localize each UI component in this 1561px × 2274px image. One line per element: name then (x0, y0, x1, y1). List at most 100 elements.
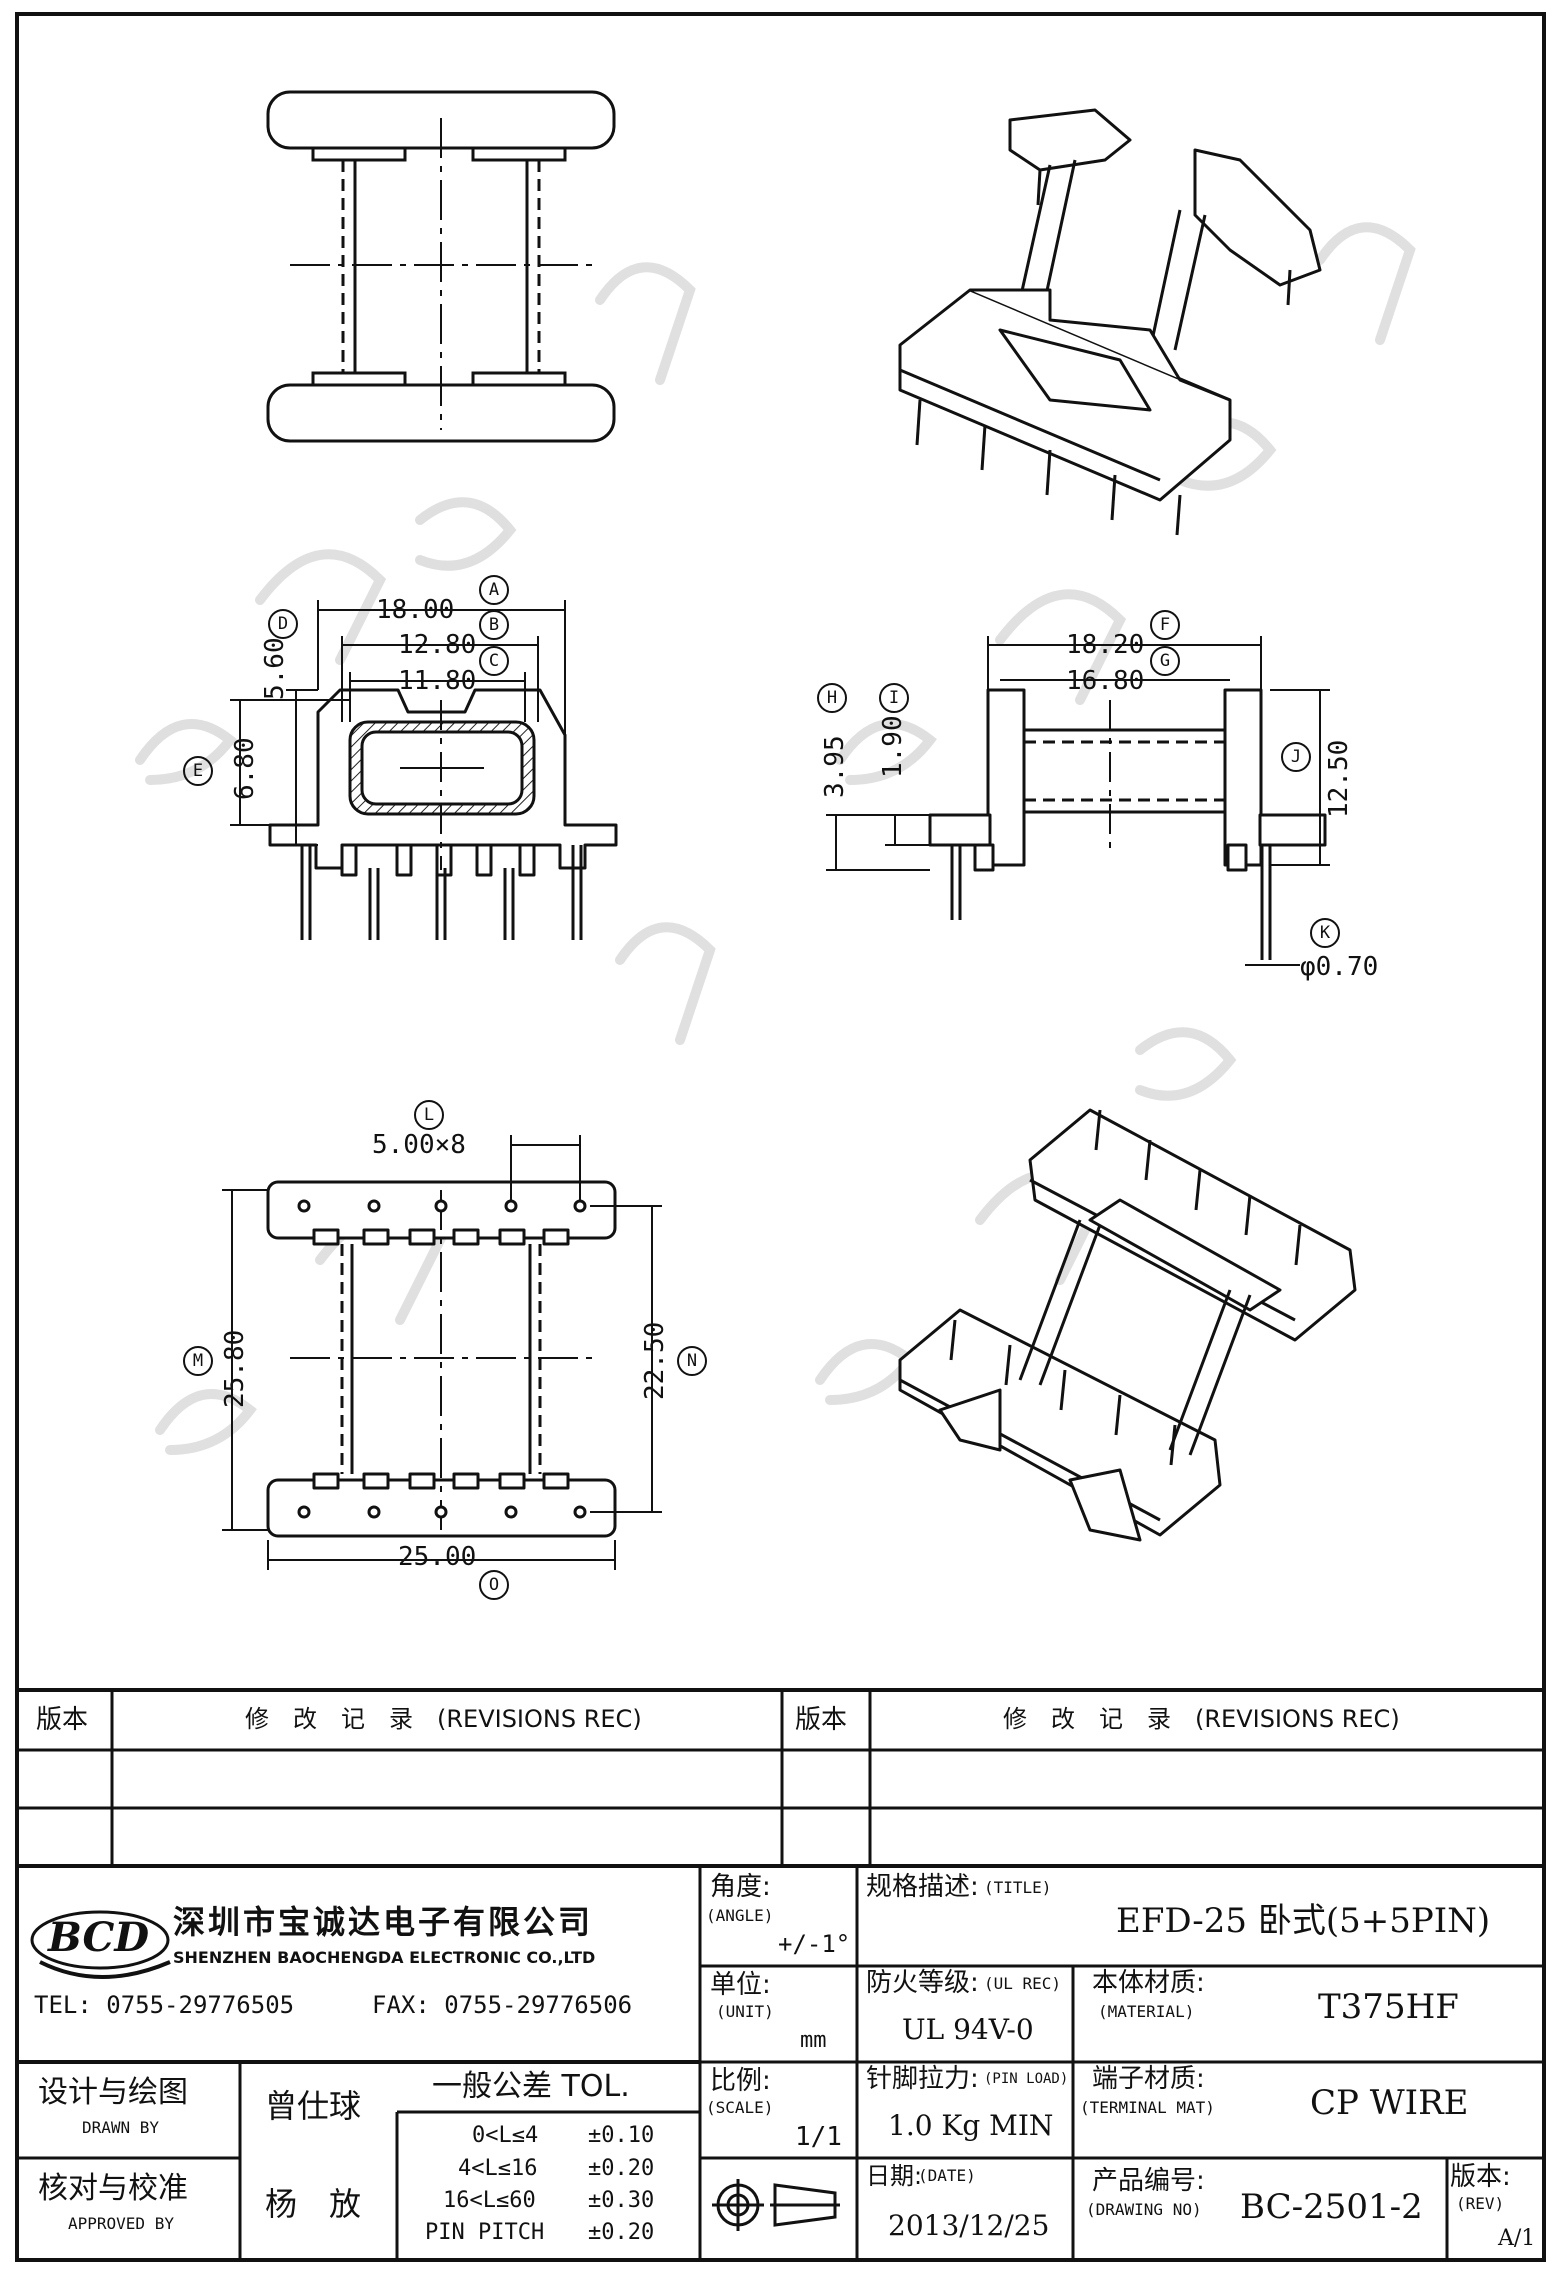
revision-record-label-right: 修 改 记 录 (REVISIONS REC) (1003, 1705, 1400, 1733)
rev-value: A/1 (1498, 2226, 1536, 2251)
dim-c: 11.80 (398, 666, 477, 696)
rev-label: 版本: (1450, 2162, 1511, 2192)
dim-l: 5.00×8 (372, 1130, 466, 1160)
title-label-en: (TITLE) (984, 1878, 1052, 1897)
drawing-no-label-en: (DRAWING NO) (1086, 2200, 1202, 2219)
company-name-en: SHENZHEN BAOCHENGDA ELECTRONIC CO.,LTD (173, 1948, 596, 1967)
angle-label-en: (ANGLE) (706, 1906, 774, 1925)
pin-load-label: 针脚拉力: (866, 2064, 979, 2094)
tolerance-value-3: ±0.30 (588, 2188, 655, 2213)
tolerance-range-2: 4<L≤16 (458, 2156, 538, 2181)
company-name-cn: 深圳市宝诚达电子有限公司 (173, 1903, 594, 1941)
terminal-label: 端子材质: (1092, 2064, 1205, 2094)
rev-label-en: (REV) (1456, 2194, 1505, 2213)
dim-j: 12.50 (1324, 739, 1354, 818)
pin-load-label-en: (PIN LOAD) (984, 2071, 1069, 2087)
callout-k: K (1310, 918, 1340, 948)
scale-value: 1/1 (795, 2122, 842, 2152)
callout-c: C (479, 646, 509, 676)
date-label-en: (DATE) (918, 2166, 976, 2185)
sheet-border (15, 12, 1546, 2262)
tolerance-range-3: 16<L≤60 (443, 2188, 536, 2213)
company-tel: TEL: 0755-29776505 (34, 1991, 295, 2019)
product-title: EFD-25 卧式(5+5PIN) (1116, 1901, 1491, 1941)
dim-g: 16.80 (1066, 666, 1145, 696)
unit-value: mm (800, 2028, 827, 2053)
projection-symbol-icon (712, 2179, 840, 2231)
callout-b: B (479, 610, 509, 640)
drawing-no-value: BC-2501-2 (1240, 2187, 1423, 2227)
front-dimension-lines (230, 600, 566, 846)
drawn-by-label: 设计与绘图 (38, 2075, 188, 2110)
callout-g: G (1150, 646, 1180, 676)
date-value: 2013/12/25 (888, 2209, 1050, 2242)
callout-l: L (414, 1100, 444, 1130)
dim-d: 5.60 (260, 637, 290, 700)
bottom-dimension-lines (222, 1135, 662, 1570)
title-label: 规格描述: (866, 1872, 979, 1902)
dim-o: 25.00 (398, 1542, 477, 1572)
tolerance-range-4: PIN PITCH (425, 2220, 545, 2245)
scale-label-en: (SCALE) (706, 2098, 774, 2117)
tolerance-title: 一般公差 TOL. (432, 2069, 630, 2104)
scale-label: 比例: (710, 2066, 771, 2096)
revision-record-label-left: 修 改 记 录 (REVISIONS REC) (245, 1705, 642, 1733)
view-iso-top (898, 108, 1322, 536)
ul-label: 防火等级: (866, 1968, 979, 1998)
tolerance-value-4: ±0.20 (588, 2220, 655, 2245)
company-logo-icon (30, 1910, 171, 1979)
view-front (268, 688, 618, 940)
callout-m: M (183, 1346, 213, 1376)
callout-o: O (479, 1570, 509, 1600)
dim-i: 1.90 (878, 715, 908, 778)
company-fax: FAX: 0755-29776506 (372, 1991, 633, 2019)
angle-value: +/-1° (778, 1930, 851, 1958)
callout-n: N (677, 1346, 707, 1376)
callout-a: A (479, 575, 509, 605)
side-dimension-lines (826, 636, 1330, 966)
drawing-no-label: 产品编号: (1092, 2166, 1205, 2196)
view-side (928, 688, 1327, 960)
revision-version-label-left: 版本 (36, 1705, 89, 1735)
tolerance-value-2: ±0.20 (588, 2156, 655, 2181)
tolerance-range-1: 0<L≤4 (472, 2123, 539, 2148)
angle-label: 角度: (710, 1872, 771, 1902)
terminal-label-en: (TERMINAL MAT) (1080, 2098, 1215, 2117)
material-label: 本体材质: (1092, 1968, 1205, 1998)
callout-j: J (1281, 742, 1311, 772)
revision-version-label-right: 版本 (795, 1705, 848, 1735)
dim-k: φ0.70 (1300, 952, 1379, 982)
ul-value: UL 94V-0 (902, 2013, 1034, 2046)
unit-label-en: (UNIT) (716, 2002, 774, 2021)
dim-f: 18.20 (1066, 630, 1145, 660)
approved-by-label-en: APPROVED BY (68, 2214, 174, 2233)
dim-b: 12.80 (398, 630, 477, 660)
unit-label: 单位: (710, 1970, 771, 2000)
title-block-grid (17, 1688, 1544, 2260)
dim-n: 22.50 (640, 1321, 670, 1400)
ul-label-en: (UL REC) (984, 1974, 1062, 1993)
company-logo-text: BCD (48, 1914, 150, 1961)
dim-m: 25.80 (220, 1329, 250, 1408)
dim-e: 6.80 (230, 737, 260, 800)
view-bottom (266, 1180, 617, 1538)
material-value: T375HF (1318, 1987, 1459, 2027)
dim-a: 18.00 (376, 595, 455, 625)
terminal-value: CP WIRE (1310, 2083, 1469, 2123)
dim-h: 3.95 (820, 735, 850, 798)
approved-by-name: 杨 放 (265, 2185, 362, 2223)
callout-f: F (1150, 610, 1180, 640)
callout-d: D (268, 609, 298, 639)
callout-e: E (183, 756, 213, 786)
approved-by-label: 核对与校准 (38, 2171, 188, 2206)
drawn-by-label-en: DRAWN BY (82, 2118, 160, 2137)
tolerance-value-1: ±0.10 (588, 2123, 655, 2148)
callout-i: I (879, 683, 909, 713)
date-label: 日期: (866, 2162, 923, 2190)
drawn-by-name: 曾仕球 (265, 2087, 362, 2125)
pin-load-value: 1.0 Kg MIN (888, 2109, 1054, 2142)
callout-h: H (817, 683, 847, 713)
material-label-en: (MATERIAL) (1098, 2002, 1195, 2021)
